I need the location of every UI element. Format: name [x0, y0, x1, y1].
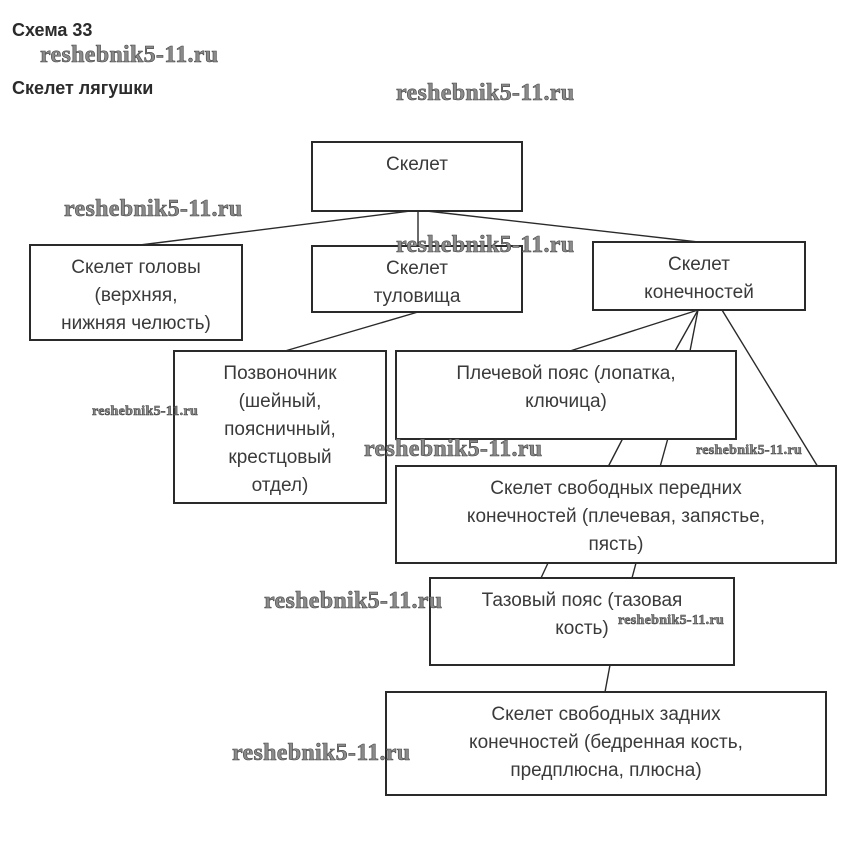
node-text-line: Позвоночник	[223, 363, 337, 384]
node-text-line: ключица)	[525, 391, 607, 412]
edge-limbs-shoulder	[569, 309, 699, 352]
node-text-line: Скелет	[386, 258, 448, 279]
node-text-line: нижняя челюсть)	[61, 313, 211, 334]
edge-trunk-spine	[284, 311, 419, 352]
node-text-line: туловища	[373, 286, 461, 307]
edge-pelvis-hind	[604, 664, 611, 693]
node-text-line: Скелет свободных передних	[490, 478, 742, 499]
edge-limbs-front-1	[674, 309, 699, 352]
node-text-line: пясть)	[588, 534, 644, 555]
watermark: reshebnik5-11.ru	[264, 588, 443, 615]
edge-front-pelvis-1	[540, 562, 549, 579]
node-head-skeleton: Скелет головы (верхняя, нижняя челюсть)	[29, 244, 243, 341]
watermark: reshebnik5-11.ru	[232, 740, 411, 767]
watermark: reshebnik5-11.ru	[64, 196, 243, 223]
diagram-title: Скелет лягушки	[12, 78, 154, 98]
watermark: reshebnik5-11.ru	[40, 42, 219, 69]
watermark: reshebnik5-11.ru	[618, 613, 725, 629]
node-text-line: Тазовый пояс (тазовая	[481, 590, 683, 611]
node-trunk-skeleton: Скелет туловища	[311, 245, 523, 313]
node-text-line: поясничный,	[224, 419, 336, 440]
node-text-line: Скелет свободных задних	[491, 704, 721, 725]
node-text-line: Скелет	[668, 254, 730, 275]
edge-limbs-front-2	[689, 309, 699, 352]
node-text-line: кость)	[555, 618, 609, 639]
edge-limbs-front-4	[659, 437, 669, 468]
node-text-line: Скелет головы	[71, 257, 201, 278]
node-text-line: конечностей (плечевая, запястье,	[466, 506, 766, 527]
node-text-line: Плечевой пояс (лопатка,	[456, 363, 676, 384]
node-text-line: конечностей (бедренная кость,	[469, 732, 743, 753]
watermark: reshebnik5-11.ru	[396, 80, 575, 107]
node-text-line: (шейный,	[238, 391, 322, 412]
edge-limbs-hind	[721, 309, 819, 468]
watermark: reshebnik5-11.ru	[396, 232, 575, 259]
node-pelvic-girdle: Тазовый пояс (тазовая кость)	[429, 577, 735, 666]
node-hind-limbs: Скелет свободных задних конечностей (бедр…	[385, 691, 827, 796]
watermark: reshebnik5-11.ru	[92, 404, 199, 420]
node-text-line: Скелет	[386, 154, 448, 175]
node-front-limbs: Скелет свободных передних конечностей (пл…	[395, 465, 837, 564]
node-limbs-skeleton: Скелет конечностей	[592, 241, 806, 311]
edge-limbs-front-3	[607, 437, 624, 468]
node-shoulder-girdle: Плечевой пояс (лопатка, ключица)	[395, 350, 737, 440]
node-text-line: крестцовый	[228, 447, 332, 468]
edge-root-head	[139, 209, 419, 246]
node-text-line: (верхняя,	[94, 285, 178, 306]
watermark: reshebnik5-11.ru	[696, 443, 803, 459]
scheme-label: Схема 33	[12, 20, 93, 40]
node-text-line: отдел)	[251, 475, 309, 496]
node-text-line: конечностей	[644, 282, 754, 303]
node-text-line: предплюсна, плюсна)	[510, 760, 702, 781]
node-spine: Позвоночник (шейный, поясничный, крестцовый…	[173, 350, 387, 504]
watermark: reshebnik5-11.ru	[364, 436, 543, 463]
edge-root-limbs	[417, 209, 699, 243]
edge-front-pelvis-2	[631, 562, 637, 579]
node-skeleton: Скелет	[311, 141, 523, 212]
